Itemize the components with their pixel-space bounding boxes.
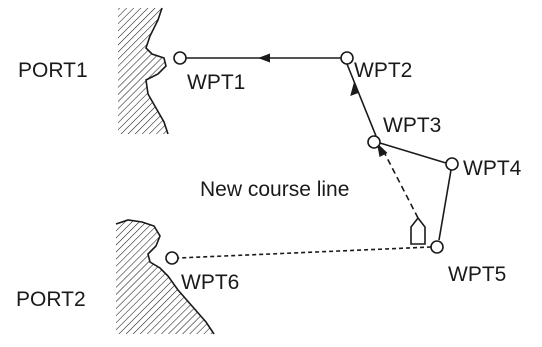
wpt1-marker	[173, 51, 187, 65]
dashed-leg-wpt5-wpt6	[177, 246, 432, 259]
wpt3-label: WPT3	[383, 114, 441, 137]
new-course-arrowhead	[377, 143, 388, 157]
wpt5-marker	[430, 240, 444, 254]
port2-landmass	[116, 220, 214, 334]
route-leg-wpt4-wpt5	[438, 169, 452, 241]
route-leg-wpt2-wpt3	[346, 63, 377, 137]
wpt3-marker	[367, 135, 381, 149]
wpt6-label: WPT6	[181, 271, 239, 294]
route-arrowhead-north	[350, 82, 359, 96]
new-course-line-label: New course line	[200, 178, 349, 201]
own-ship-icon	[410, 216, 426, 245]
wpt4-marker	[445, 157, 459, 171]
route-leg-wpt3-wpt4	[379, 142, 447, 164]
wpt6-marker	[165, 251, 179, 265]
port1-landmass	[118, 8, 168, 134]
port1-shoreline	[145, 7, 169, 135]
wpt2-marker	[340, 51, 354, 65]
wpt1-label: WPT1	[187, 71, 245, 94]
port2-label: PORT2	[16, 288, 86, 311]
wpt4-label: WPT4	[463, 157, 522, 180]
new-course-line	[383, 151, 419, 219]
port1-label: PORT1	[18, 59, 88, 82]
route-arrowhead-west	[258, 53, 270, 63]
wpt2-label: WPT2	[354, 59, 412, 82]
wpt5-label: WPT5	[448, 263, 506, 286]
port2-shoreline	[115, 219, 215, 335]
